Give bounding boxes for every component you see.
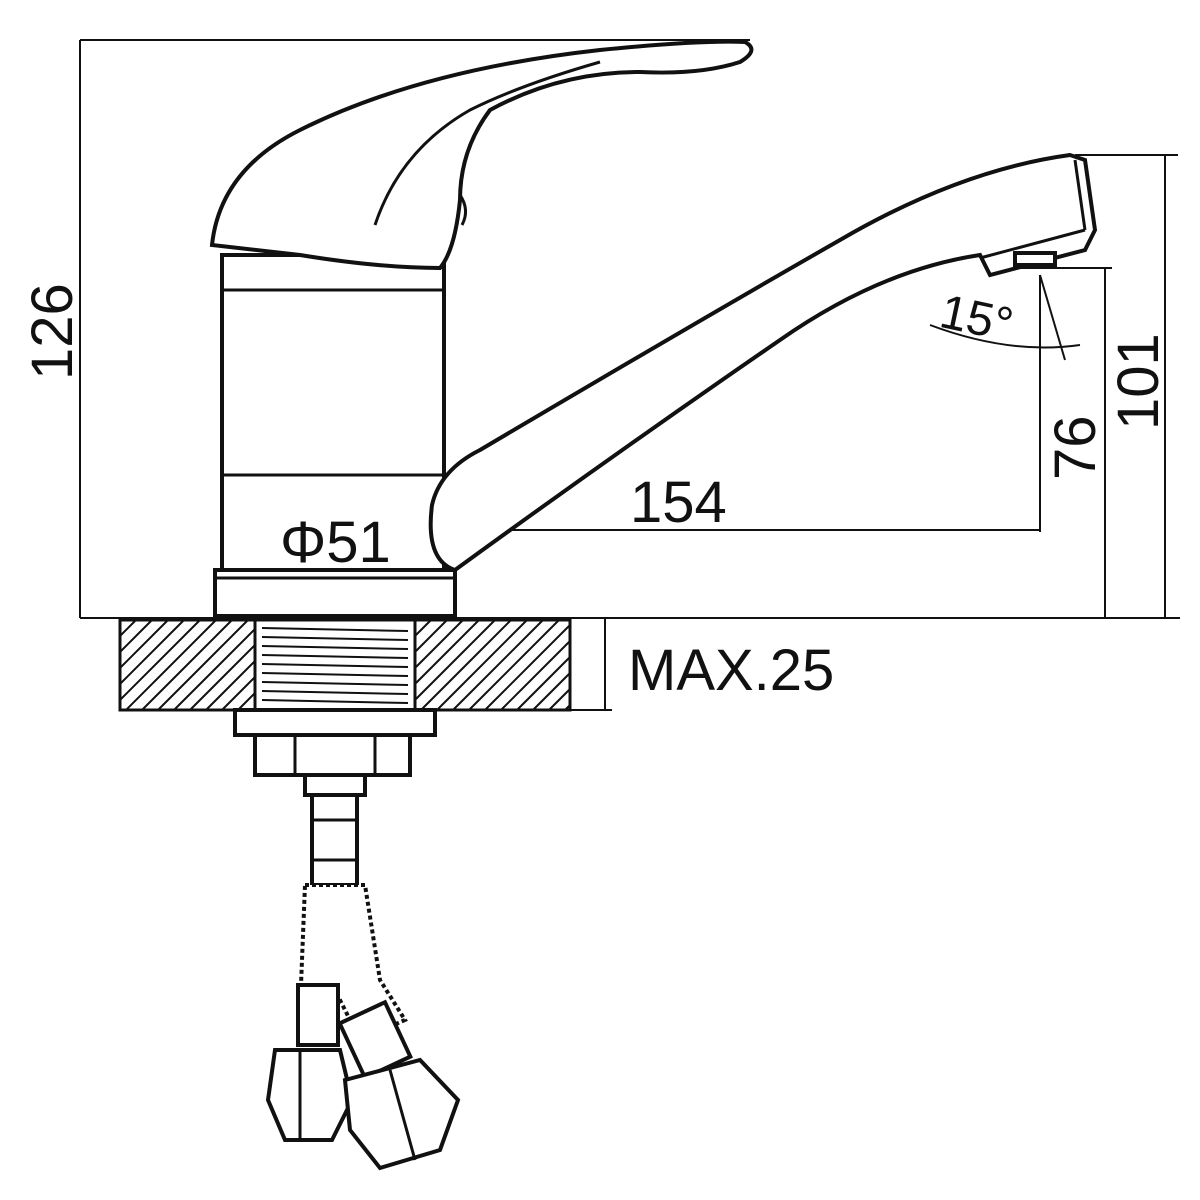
hatch-line <box>119 619 169 669</box>
hatch-line <box>516 656 571 711</box>
hatch-line <box>548 688 571 711</box>
thread-line <box>261 681 409 686</box>
hatch-line <box>414 619 464 669</box>
hatch-line <box>564 704 571 711</box>
label-spout-outlet-height: 76 <box>1043 415 1108 480</box>
hatch-line <box>119 619 153 653</box>
thread-line <box>261 645 409 650</box>
label-total-height: 126 <box>20 283 85 380</box>
supply-hoses <box>265 793 461 1171</box>
hatch-line <box>468 619 560 711</box>
hatch-line <box>221 676 256 711</box>
hatch-line <box>119 619 185 685</box>
hatch-line <box>173 628 256 711</box>
hatch-line <box>414 619 496 701</box>
hatch-line <box>532 672 571 711</box>
spout <box>428 152 1098 573</box>
hatch-line <box>414 619 432 637</box>
hatch-line <box>420 619 512 711</box>
hatch-line <box>205 660 256 711</box>
thread-line <box>261 663 409 668</box>
label-spout-top-height: 101 <box>1106 333 1171 430</box>
dimension-labels: 126 101 76 154 Φ51 15° MAX.25 <box>20 283 1171 703</box>
hatch-line <box>237 692 256 711</box>
thread-line <box>261 690 409 695</box>
thread-line <box>261 627 409 632</box>
lever-handle <box>209 39 754 271</box>
hatch-line <box>500 640 571 711</box>
hatch-line <box>414 619 480 685</box>
label-spout-reach: 154 <box>630 470 727 535</box>
hatch-line <box>141 619 233 711</box>
hatch-line <box>119 619 201 701</box>
mounting-nut <box>233 708 437 797</box>
label-outlet-angle: 15° <box>935 285 1017 352</box>
thread-line <box>261 636 409 641</box>
thread-line <box>261 672 409 677</box>
hatch-line <box>125 619 217 711</box>
label-max-countertop: MAX.25 <box>628 638 834 703</box>
thread-line <box>261 654 409 659</box>
thread-line <box>261 699 409 704</box>
hatch-line <box>119 619 137 637</box>
faucet-body <box>213 253 457 618</box>
hatch-line <box>436 619 528 711</box>
label-base-diameter: Φ51 <box>280 510 391 575</box>
hatch-line <box>452 619 544 711</box>
countertop <box>118 618 572 713</box>
hatch-line <box>414 619 448 653</box>
hatch-line <box>484 624 571 711</box>
hatch-line <box>189 644 256 711</box>
hatch-line <box>157 619 249 711</box>
